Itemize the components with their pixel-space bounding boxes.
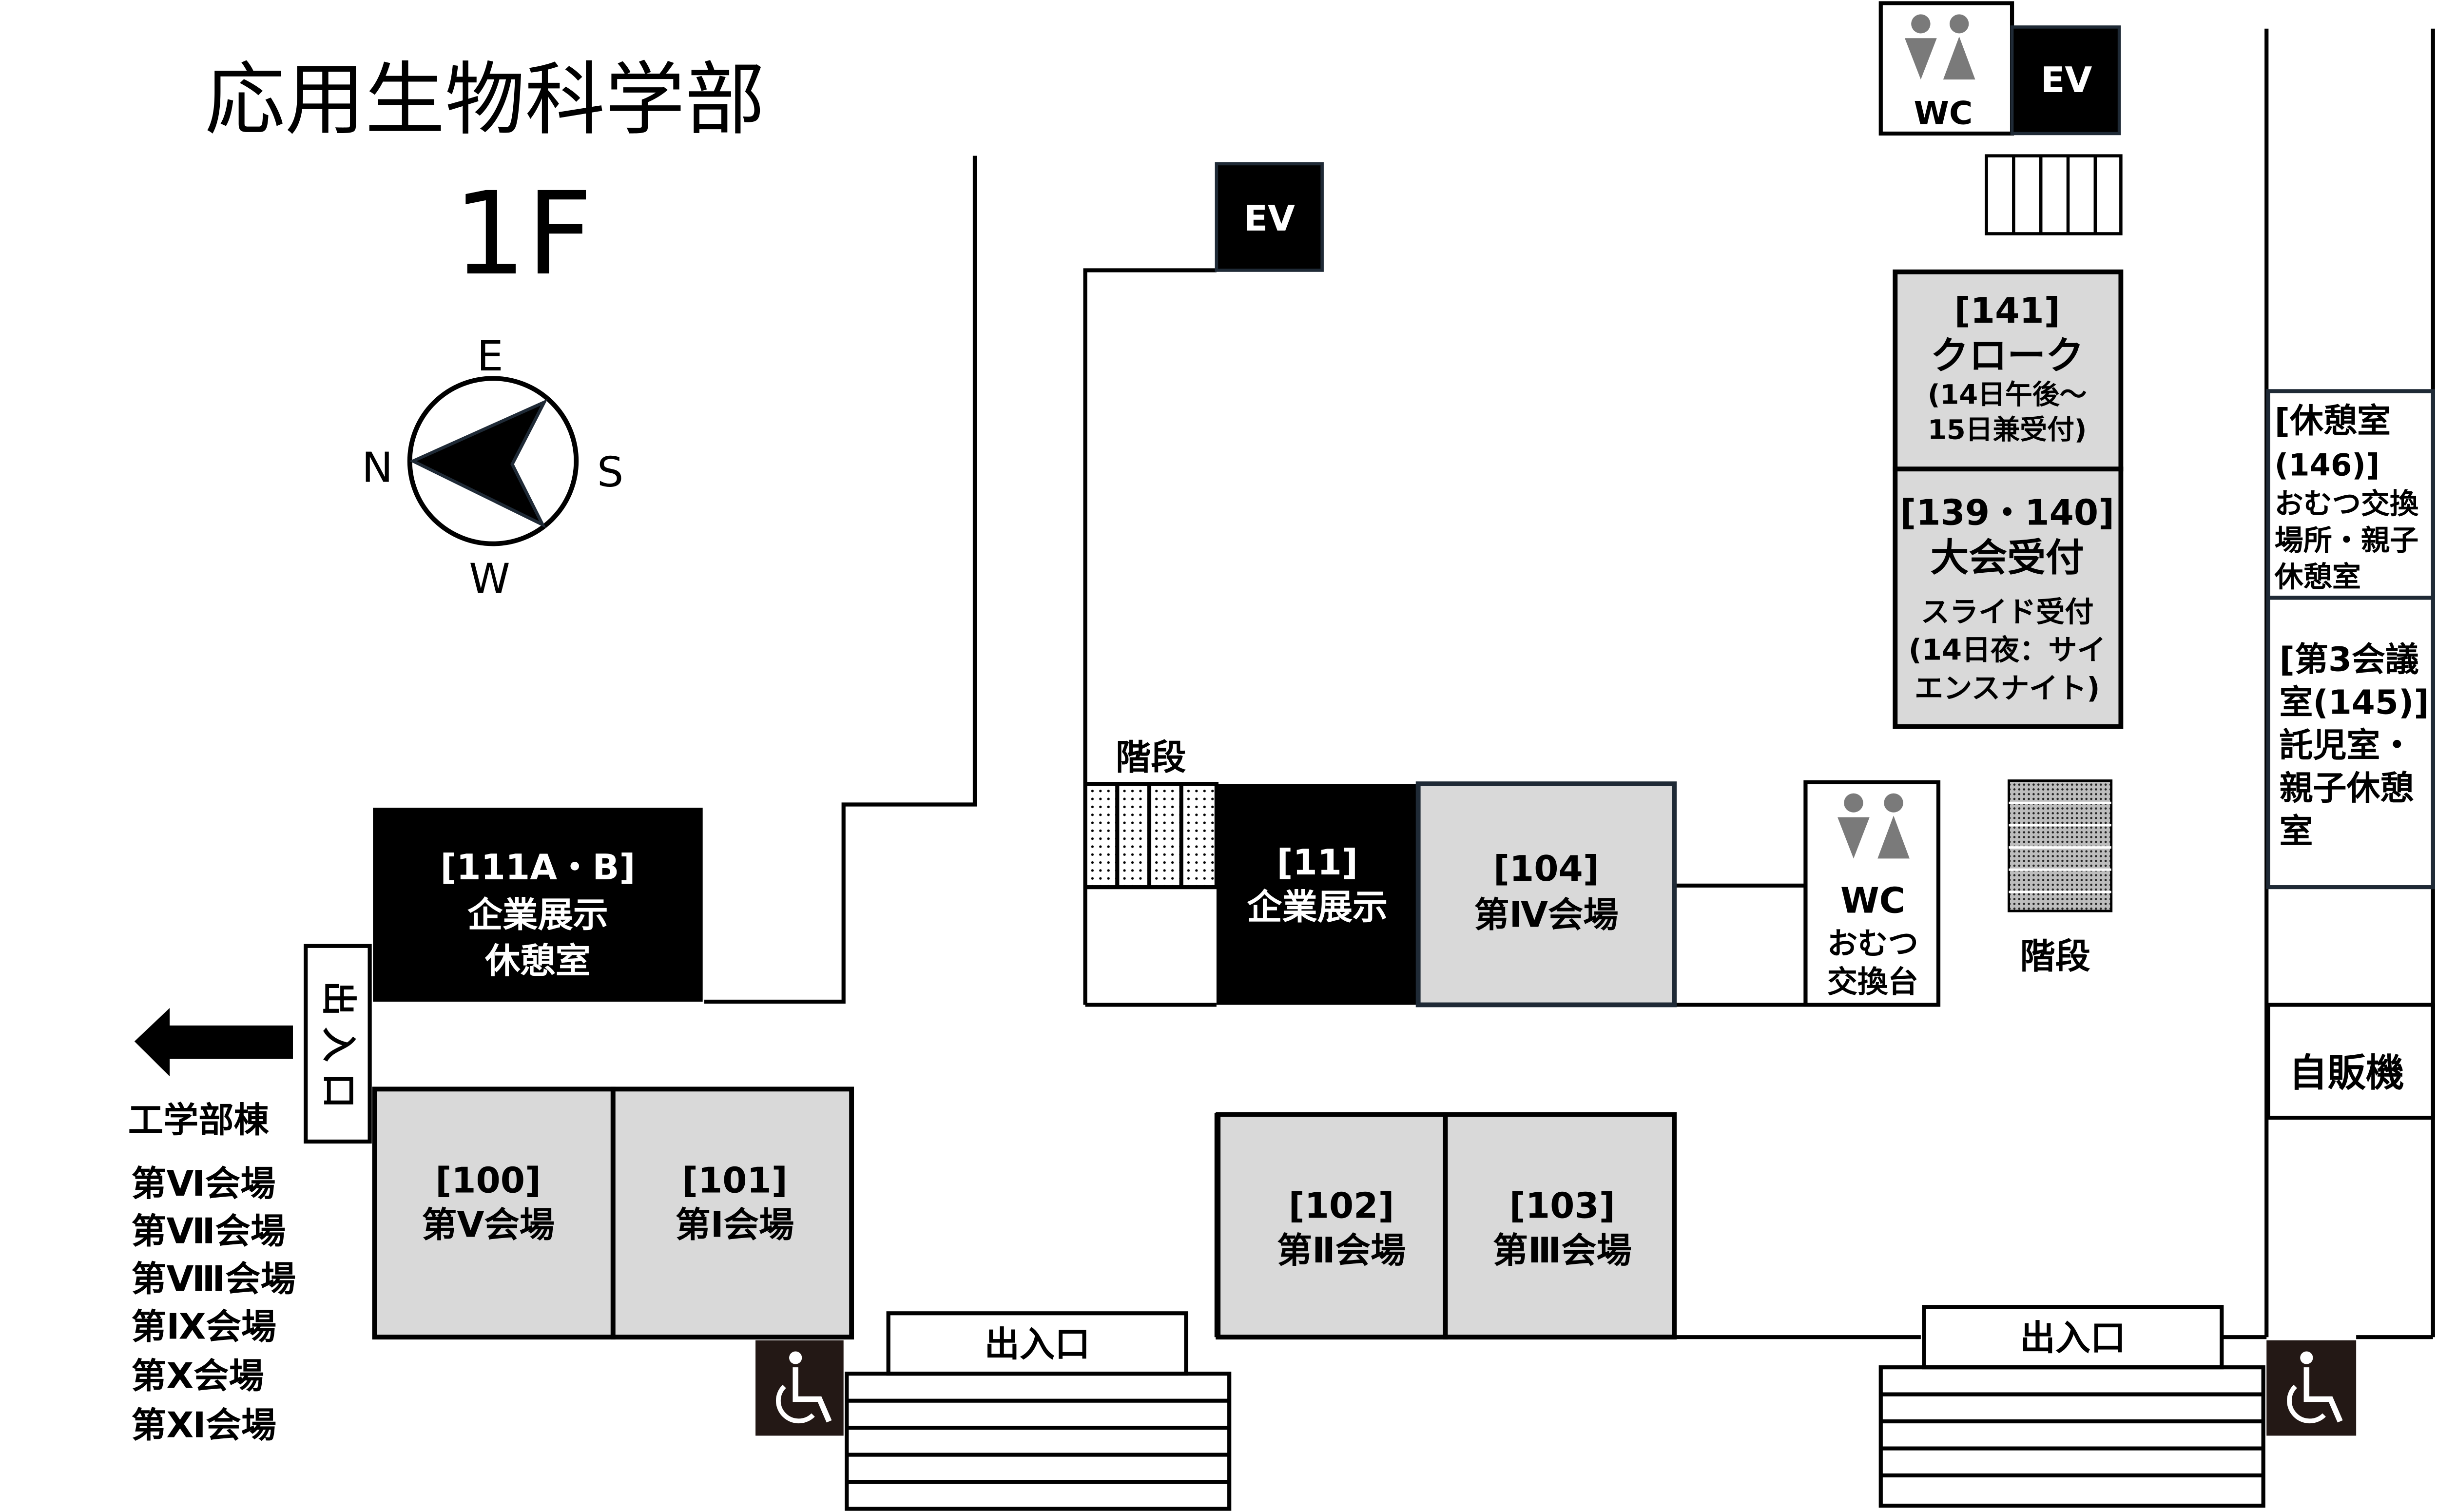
room-145-line3: 託児室・ [2280, 726, 2414, 765]
room-111-number: [111A・B] [440, 847, 635, 888]
room-11: [11] 企業展示 [1216, 784, 1418, 1005]
elevator-center-label: EV [1244, 198, 1296, 239]
compass-west: W [469, 555, 510, 603]
compass-north: N [362, 444, 393, 492]
room-146-line4: 場所・親子 [2275, 523, 2419, 557]
stairs-right-label: 階段 [2020, 936, 2090, 977]
room-139-note1: スライド受付 [1921, 595, 2094, 629]
building-title: 応用生物科学部 [205, 53, 765, 146]
elevator-top-label: EV [2041, 59, 2092, 100]
room-102-number: [102] [1289, 1185, 1394, 1226]
room-145-line2: 室(145)] [2280, 683, 2429, 722]
restroom-center-label: WC [1840, 880, 1905, 921]
room-146: [休憩室 (146)] おむつ交換 場所・親子 休憩室 [2266, 389, 2435, 600]
elevator-top: EV [2010, 25, 2121, 136]
room-139-note3: エンスナイト) [1915, 671, 2100, 705]
south-entrance-left-label: 出入口 [985, 1324, 1090, 1365]
room-103-name: 第Ⅲ会場 [1493, 1230, 1632, 1271]
room-111: [111A・B] 企業展示 休憩室 [373, 808, 703, 1002]
room-141-number: [141] [1954, 290, 2060, 331]
room-103: [103] 第Ⅲ会場 [1443, 1112, 1677, 1340]
room-102: [102] 第Ⅱ会場 [1216, 1112, 1448, 1340]
room-146-line1: [休憩室 [2275, 402, 2391, 441]
vending-area: 自販機 [2266, 1003, 2435, 1120]
room-139-number: [139・140] [1900, 492, 2114, 533]
room-101-name: 第Ⅰ会場 [676, 1204, 794, 1245]
wheelchair-icon-right [2266, 1340, 2357, 1436]
west-venue-7: 第Ⅶ会場 [131, 1211, 286, 1252]
room-139-name: 大会受付 [1931, 535, 2084, 580]
room-141-note1: (14日午後～ [1928, 379, 2087, 411]
diaper-station-line1: おむつ [1827, 926, 1918, 961]
wheelchair-icon [755, 1340, 844, 1436]
room-111-name: 企業展示 [467, 894, 608, 935]
vending-label: 自販機 [2289, 1050, 2404, 1095]
west-venue-6: 第Ⅵ会場 [131, 1163, 275, 1204]
elevator-center: EV [1215, 162, 1324, 272]
room-139-note2: (14日夜：サイ [1909, 633, 2106, 667]
stairs-right [2008, 779, 2113, 912]
room-111-sub: 休憩室 [484, 940, 591, 981]
south-entrance-right: 出入口 [1878, 1305, 2265, 1508]
west-venue-9: 第Ⅸ会場 [131, 1306, 276, 1347]
west-venue-11: 第Ⅺ会場 [131, 1405, 276, 1446]
diaper-station-line2: 交換台 [1827, 964, 1918, 1000]
west-venue-list: 第Ⅵ会場 第Ⅶ会場 第Ⅷ会場 第Ⅸ会場 第Ⅹ会場 第Ⅺ会場 [131, 1163, 296, 1446]
west-entrance: 出 入 口 [304, 944, 372, 1144]
restroom-top-icon [1905, 14, 1975, 80]
room-11-number: [11] [1277, 842, 1358, 883]
left-arrow-icon [134, 1008, 293, 1077]
room-11-name: 企業展示 [1247, 887, 1388, 928]
room-146-line5: 休憩室 [2274, 560, 2361, 594]
stairs-center [1083, 782, 1218, 890]
room-145-line4: 親子休憩 [2280, 769, 2414, 808]
room-101-number: [101] [682, 1160, 788, 1201]
room-104: [104] 第Ⅳ会場 [1415, 781, 1677, 1008]
restroom-icon [1837, 793, 1910, 859]
room-141-note2: 15日兼受付) [1928, 414, 2087, 446]
room-139-140: [139・140] 大会受付 スライド受付 (14日夜：サイ エンスナイト) [1893, 466, 2124, 729]
room-146-line2: (146)] [2275, 447, 2380, 483]
west-entrance-char-2: 入 [318, 1027, 359, 1062]
restroom-top: WC [1878, 1, 2014, 136]
west-building-label: 工学部棟 [128, 1100, 270, 1141]
room-145-line5: 室 [2280, 812, 2313, 851]
west-entrance-char-1: 出 [318, 981, 359, 1016]
compass-icon: N E S W [362, 332, 623, 603]
room-100-name: 第Ⅴ会場 [422, 1204, 555, 1245]
room-102-name: 第Ⅱ会場 [1277, 1230, 1406, 1271]
west-entrance-char-3: 口 [318, 1073, 359, 1108]
room-100: [100] 第Ⅴ会場 [372, 1086, 616, 1340]
compass-east: E [477, 332, 503, 381]
room-145: [第3会議 室(145)] 託児室・ 親子休憩 室 [2266, 596, 2435, 890]
room-141: [141] クローク (14日午後～ 15日兼受付) [1893, 269, 2124, 472]
south-entrance-right-label: 出入口 [2020, 1318, 2126, 1358]
room-104-number: [104] [1493, 848, 1599, 889]
compass-south: S [597, 448, 623, 497]
room-141-name: クローク [1931, 333, 2084, 378]
room-146-line3: おむつ交換 [2275, 487, 2419, 521]
room-101: [101] 第Ⅰ会場 [610, 1086, 854, 1340]
room-103-number: [103] [1509, 1185, 1615, 1226]
stairs-top [1985, 154, 2123, 235]
floor-label: 1F [453, 167, 592, 301]
restroom-top-label: WC [1914, 95, 1973, 132]
room-100-number: [100] [435, 1160, 541, 1201]
west-venue-8: 第Ⅷ会場 [131, 1259, 296, 1299]
room-104-name: 第Ⅳ会場 [1474, 894, 1618, 935]
restroom-center: WC おむつ 交換台 [1803, 780, 1941, 1007]
room-145-line1: [第3会議 [2280, 640, 2419, 679]
south-entrance-left: 出入口 [845, 1311, 1232, 1511]
west-venue-10: 第Ⅹ会場 [131, 1356, 264, 1396]
stairs-center-label: 階段 [1116, 737, 1186, 778]
